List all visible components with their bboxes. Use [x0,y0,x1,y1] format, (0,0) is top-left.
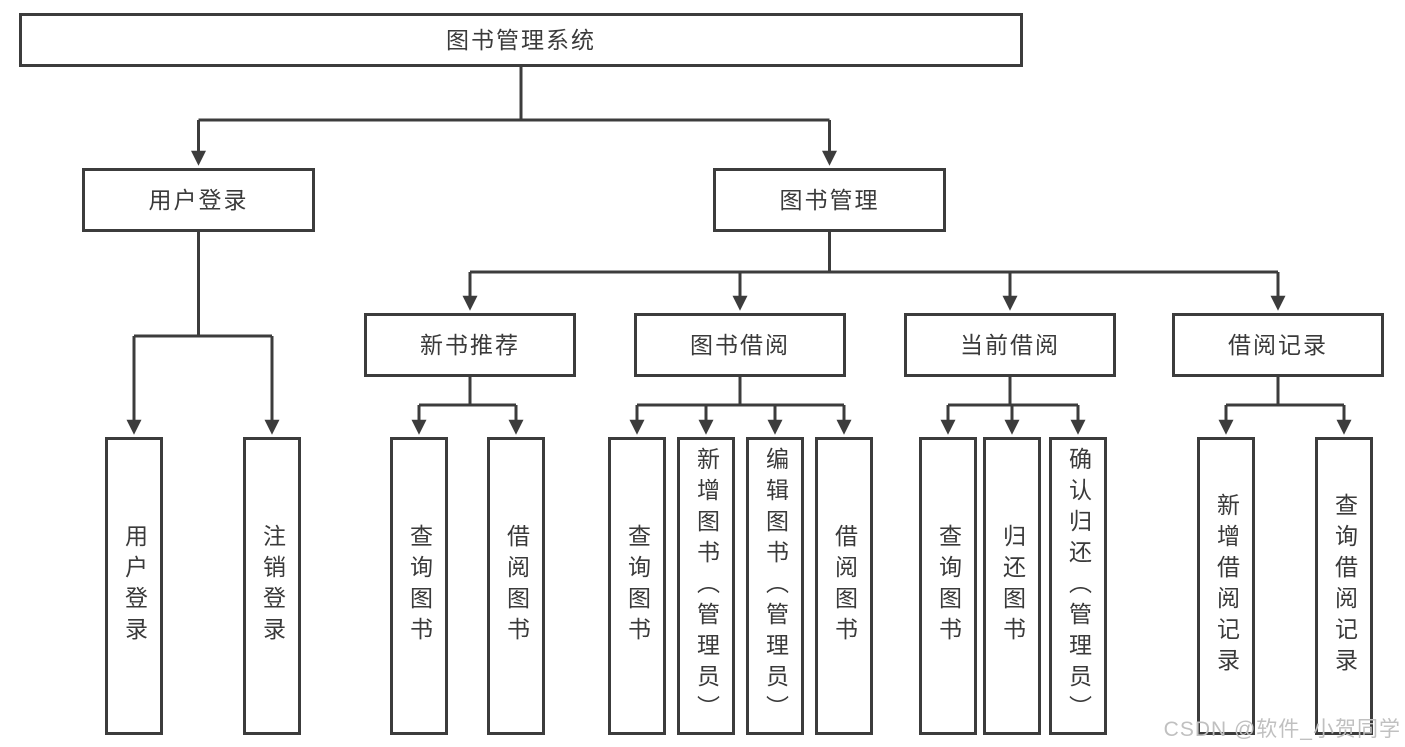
leaf-label: 查询图书 [935,524,962,648]
leaf-query-borrow-record: 查询借阅记录 [1315,437,1373,735]
node-new-book-recommend: 新书推荐 [364,313,576,377]
leaf-borrow-books-recommend: 借阅图书 [487,437,545,735]
leaf-label: 查询借阅记录 [1331,493,1358,679]
leaf-label: 查询图书 [406,524,433,648]
leaf-user-login: 用户登录 [105,437,163,735]
leaf-query-books-recommend: 查询图书 [390,437,448,735]
leaf-confirm-return-admin: 确认归还（管理员） [1049,437,1107,735]
node-current-borrow: 当前借阅 [904,313,1116,377]
node-label: 新书推荐 [420,331,520,358]
node-label: 图书管理系统 [446,26,596,53]
leaf-query-books-borrow: 查询图书 [608,437,666,735]
leaf-label: 确认归还（管理员） [1065,446,1092,726]
leaf-label: 新增图书（管理员） [693,446,720,726]
leaf-return-books: 归还图书 [983,437,1041,735]
leaf-edit-books-admin: 编辑图书（管理员） [746,437,804,735]
node-label: 图书借阅 [690,331,790,358]
node-borrow-records: 借阅记录 [1172,313,1384,377]
leaf-label: 归还图书 [999,524,1026,648]
leaf-label: 用户登录 [121,524,148,648]
leaf-label: 注销登录 [259,524,286,648]
leaf-add-books-admin: 新增图书（管理员） [677,437,735,735]
leaf-add-borrow-record: 新增借阅记录 [1197,437,1255,735]
leaf-borrow-books: 借阅图书 [815,437,873,735]
node-user-login: 用户登录 [82,168,315,232]
node-book-management: 图书管理 [713,168,946,232]
leaf-label: 借阅图书 [503,524,530,648]
leaf-logout: 注销登录 [243,437,301,735]
leaf-label: 借阅图书 [831,524,858,648]
node-label: 借阅记录 [1228,331,1328,358]
leaf-label: 编辑图书（管理员） [762,446,789,726]
csdn-watermark: CSDN @软件_小贺同学 [1163,718,1401,741]
leaf-label: 新增借阅记录 [1213,493,1240,679]
leaf-label: 查询图书 [624,524,651,648]
node-label: 用户登录 [148,186,249,213]
leaf-query-books-current: 查询图书 [919,437,977,735]
node-label: 当前借阅 [960,331,1060,358]
node-library-management-system: 图书管理系统 [19,13,1023,67]
node-book-borrow: 图书借阅 [634,313,846,377]
node-label: 图书管理 [779,186,880,213]
